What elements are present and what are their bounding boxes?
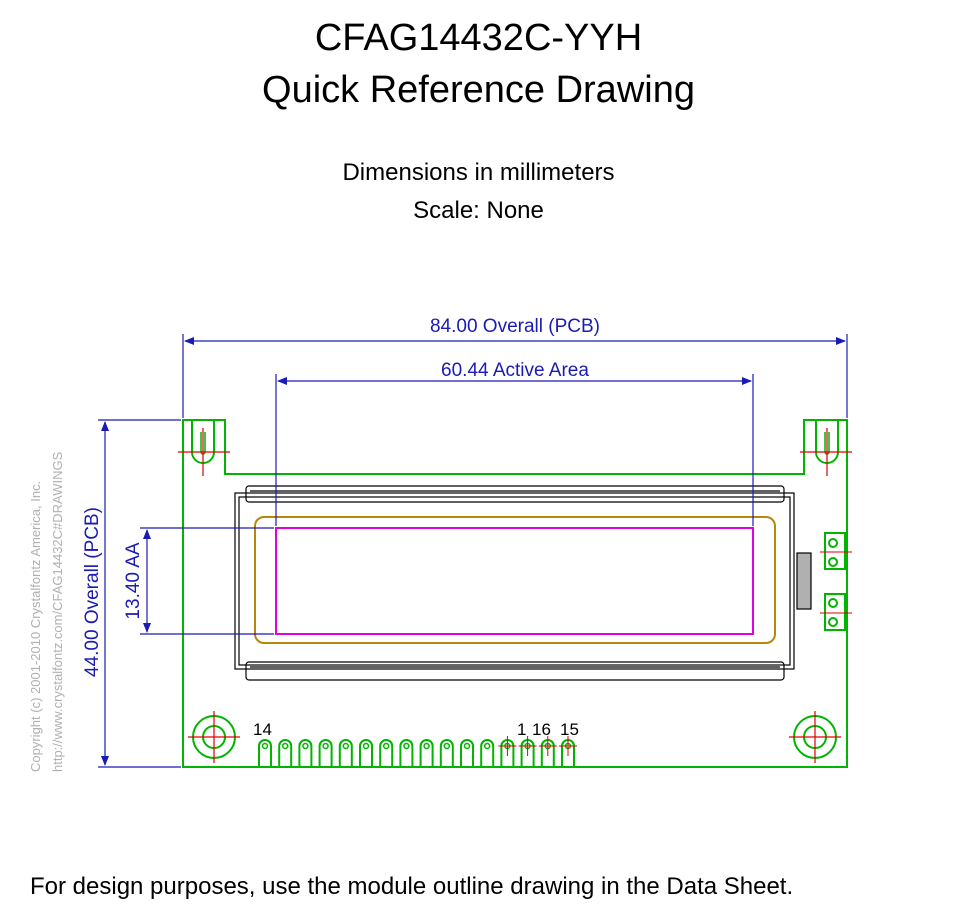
lcd-bezel [234, 485, 795, 681]
copyright-line-1: Copyright (c) 2001-2010 Crystalfontz Ame… [28, 481, 43, 772]
title-line-1: CFAG14432C-YYH [314, 17, 643, 59]
subtitle-units: Dimensions in millimeters [342, 159, 615, 186]
dim-overall-height [98, 419, 181, 768]
viewing-area [254, 516, 776, 644]
pin-label-15: 15 [560, 720, 579, 739]
pin-label-16: 16 [532, 720, 551, 739]
pin-10 [439, 739, 454, 767]
pin-header [258, 736, 577, 767]
copyright-line-2: http://www.crystalfontz.com/CFAG14432C#D… [50, 451, 65, 772]
pin-label-14: 14 [253, 720, 272, 739]
pin-1 [258, 739, 272, 767]
crosshairs [178, 428, 852, 763]
pin-2 [278, 739, 293, 767]
dim-overall-width [182, 334, 848, 418]
pin-15 [538, 736, 557, 767]
footer-note: For design purposes, use the module outl… [30, 873, 794, 900]
dim-active-width-label: 60.44 Active Area [441, 360, 589, 381]
dim-active-height [140, 527, 274, 635]
pin-8 [399, 739, 414, 767]
pin-9 [419, 739, 434, 767]
active-area [275, 527, 754, 635]
pin-16 [559, 736, 577, 767]
title-line-2: Quick Reference Drawing [262, 69, 695, 111]
pin-5 [338, 739, 353, 767]
subtitle-scale: Scale: None [413, 197, 544, 224]
pin-6 [359, 739, 373, 767]
pin-3 [298, 739, 313, 767]
pin-7 [379, 739, 394, 767]
pin-14 [518, 736, 537, 767]
pin-4 [318, 739, 333, 767]
pin-label-1: 1 [517, 720, 526, 739]
copyright-notice: Copyright (c) 2001-2010 Crystalfontz Ame… [28, 451, 65, 772]
dim-overall-height-label: 44.00 Overall (PCB) [82, 507, 103, 677]
backlight-connector [796, 532, 852, 631]
dim-active-width [275, 374, 754, 526]
pin-13 [498, 736, 517, 767]
dim-active-height-label: 13.40 AA [123, 542, 144, 619]
pin-12 [480, 739, 495, 767]
dim-overall-width-label: 84.00 Overall (PCB) [430, 316, 600, 337]
pin-11 [460, 739, 474, 767]
pcb-outline [182, 419, 848, 768]
